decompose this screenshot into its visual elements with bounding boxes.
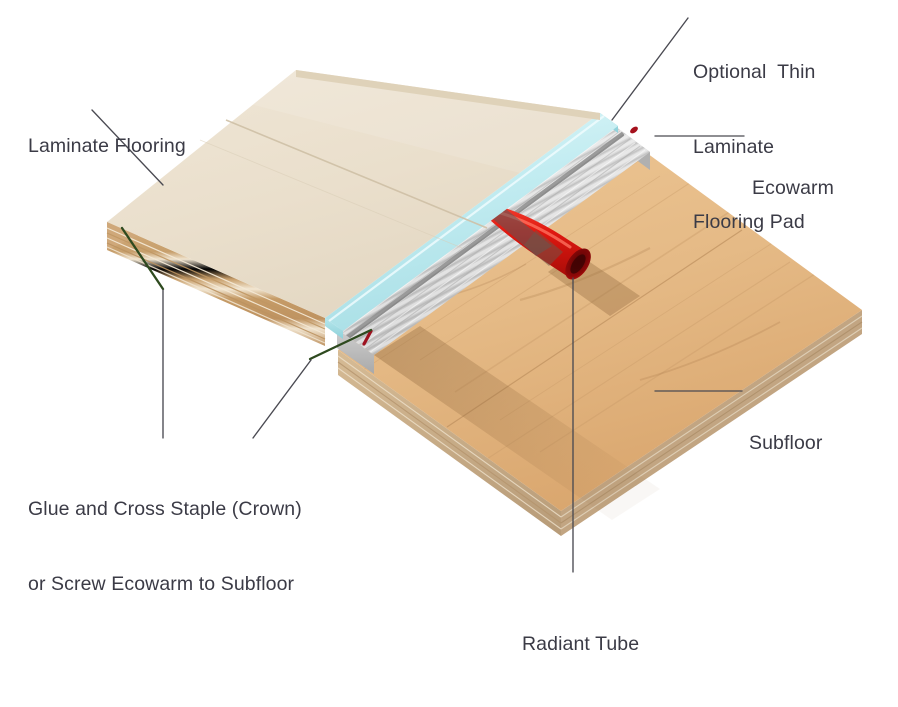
leader-laminate-flooring — [91, 109, 164, 186]
tube-end-mark-front — [362, 329, 373, 346]
floor-assembly-illustration — [91, 17, 863, 573]
label-ecowarm-line1: Ecowarm — [752, 177, 834, 199]
subfloor-layer — [337, 148, 863, 536]
ecowarm-front-edge — [337, 329, 374, 374]
leader-glue-staple-b — [252, 359, 312, 439]
laminate-layer — [106, 70, 600, 346]
ecowarm-layer — [337, 124, 650, 374]
leader-lines — [91, 17, 745, 573]
label-optional-pad-line2: Laminate — [693, 136, 775, 158]
ecowarm-tube-groove — [345, 131, 625, 340]
tube-exit-block-shadow — [524, 230, 563, 266]
label-radiant-tube-line1: Radiant Tube — [522, 633, 640, 655]
label-subfloor-line1: Subfloor — [749, 432, 823, 454]
laminate-top-thin-edge — [296, 70, 600, 120]
label-optional-pad-line1: Optional Thin — [693, 61, 816, 83]
label-glue-staple-line2: or Screw Ecowarm to Subfloor — [28, 573, 295, 595]
staple-fastener-lines — [120, 226, 373, 361]
assembly-shadow — [374, 326, 660, 520]
diagram-root: Laminate Flooring Optional Thin Laminate… — [28, 10, 863, 655]
staple-line-front — [308, 328, 373, 361]
radiant-tube-bore — [570, 254, 586, 274]
tube-end-mark-right — [630, 126, 638, 134]
label-subfloor: Subfloor — [749, 381, 822, 506]
laminate-top-face — [107, 70, 600, 318]
pad-front-edge — [325, 318, 343, 339]
label-radiant-tube: Radiant Tube — [522, 582, 639, 707]
label-optional-thin-laminate-flooring-pad: Optional Thin Laminate Flooring Pad — [693, 10, 815, 285]
staple-line-left — [120, 226, 165, 291]
laminate-plank-seam-1 — [225, 119, 488, 229]
leader-optional-pad — [611, 17, 689, 121]
label-glue-and-cross-staple: Glue and Cross Staple (Crown) or Screw E… — [28, 447, 302, 647]
label-optional-pad-line3: Flooring Pad — [693, 211, 805, 233]
label-laminate-flooring: Laminate Flooring — [28, 84, 186, 209]
label-laminate-flooring-line1: Laminate Flooring — [28, 135, 186, 157]
label-ecowarm: Ecowarm — [752, 126, 834, 251]
laminate-plank-seam-2 — [199, 139, 463, 249]
label-glue-staple-line1: Glue and Cross Staple (Crown) — [28, 498, 302, 520]
radiant-tube — [486, 206, 591, 280]
